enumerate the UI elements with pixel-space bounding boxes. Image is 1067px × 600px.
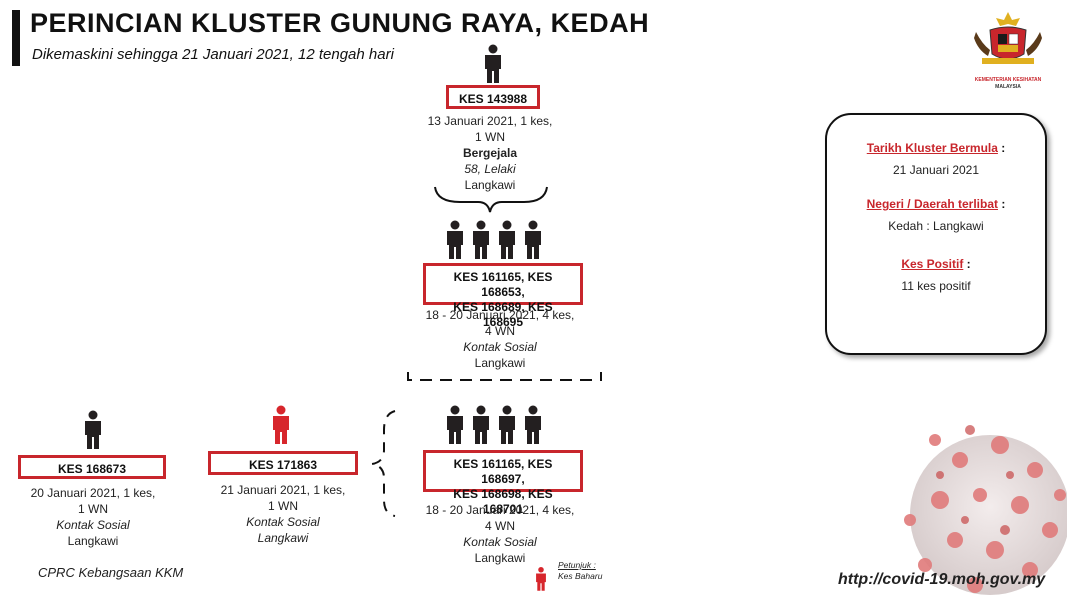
index-case-person-icon (480, 44, 506, 89)
source-credit: CPRC Kebangsaan KKM (38, 565, 184, 580)
group1-date: 18 - 20 Januari 2021, 4 kes, (425, 308, 575, 322)
group1-info: 18 - 20 Januari 2021, 4 kes, 4 WN Kontak… (400, 307, 600, 371)
case-168673-info: 20 Januari 2021, 1 kes, 1 WN Kontak Sosi… (3, 485, 183, 549)
logo-text-line1: KEMENTERIAN KESIHATAN (974, 77, 1042, 83)
group1-location: Langkawi (474, 356, 526, 370)
case-171863-box: KES 171863 (208, 451, 358, 475)
index-case-age-sex: 58, Lelaki (464, 162, 516, 176)
case-168673-nationality: 1 WN (78, 502, 108, 516)
group2-case-box: KES 161165, KES 168697, KES 168698, KES … (423, 450, 583, 516)
logo-text-line2: MALAYSIA (995, 84, 1021, 90)
kkm-logo: KEMENTERIAN KESIHATAN MALAYSIA (968, 10, 1048, 90)
legend-label: Petunjuk : Kes Baharu (558, 560, 602, 582)
legend-new-case-icon (533, 565, 549, 593)
panel-area-colon: : (1001, 197, 1006, 211)
panel-area-row: Negeri / Daerah terlibat : (827, 197, 1045, 211)
case-171863-date: 21 Januari 2021, 1 kes, (220, 483, 346, 497)
group2-info: 18 - 20 Januari 2021, 4 kes, 4 WN Kontak… (400, 502, 600, 566)
panel-positive-label: Kes Positif (901, 257, 964, 271)
group2-box-line1: KES 161165, KES 168697, (453, 457, 553, 486)
group2-box-line2: KES 168698, KES 168701 (453, 487, 553, 516)
case-168673-person-icon (80, 410, 106, 455)
case-171863-person-icon (268, 404, 294, 451)
case-168673-box: KES 168673 (18, 455, 166, 479)
case-171863-type: Kontak Sosial (246, 515, 320, 529)
brace-index-to-group1 (434, 186, 548, 213)
group1-box-line1: KES 161165, KES 168653, (453, 270, 553, 299)
panel-positive-row: Kes Positif : (827, 257, 1045, 271)
panel-positive-colon: : (966, 257, 971, 271)
group2-location: Langkawi (474, 551, 526, 565)
group2-date: 18 - 20 Januari 2021, 4 kes, (425, 503, 575, 517)
index-case-location: Langkawi (464, 178, 516, 192)
panel-start-row: Tarikh Kluster Bermula : (827, 141, 1045, 155)
coronavirus-icon (904, 425, 1067, 595)
group2-type: Kontak Sosial (463, 535, 537, 549)
panel-area-value: Kedah : Langkawi (888, 219, 984, 233)
group1-people-icons (442, 220, 546, 265)
group1-type: Kontak Sosial (463, 340, 537, 354)
group1-nationality: 4 WN (485, 324, 515, 338)
panel-area-label: Negeri / Daerah terlibat (866, 197, 999, 211)
index-case-box: KES 143988 (446, 85, 540, 109)
page-title: PERINCIAN KLUSTER GUNUNG RAYA, KEDAH (30, 8, 650, 38)
case-171863-nationality: 1 WN (268, 499, 298, 513)
page-subtitle: Dikemaskini sehingga 21 Januari 2021, 12… (32, 46, 394, 63)
panel-start-label: Tarikh Kluster Bermula (866, 141, 998, 155)
group1-case-box: KES 161165, KES 168653, KES 168689, KES … (423, 263, 583, 329)
index-case-nationality: 1 WN (475, 130, 505, 144)
title-accent-bar (12, 10, 20, 66)
case-171863-info: 21 Januari 2021, 1 kes, 1 WN Kontak Sosi… (193, 482, 373, 546)
group1-box-line2: KES 168689, KES 168695 (453, 300, 553, 329)
dashed-brace-group1 (407, 372, 602, 381)
panel-positive-value: 11 kes positif (901, 279, 971, 293)
index-case-status: Bergejala (462, 146, 518, 160)
index-case-info: 13 Januari 2021, 1 kes, 1 WN Bergejala 5… (400, 113, 580, 193)
coat-of-arms-icon (974, 12, 1042, 64)
index-case-date: 13 Januari 2021, 1 kes, (427, 114, 553, 128)
dashed-brace-group2 (371, 410, 396, 517)
case-171863-location: Langkawi (257, 531, 309, 545)
case-168673-date: 20 Januari 2021, 1 kes, (30, 486, 156, 500)
cluster-summary-panel: Tarikh Kluster Bermula : 21 Januari 2021… (825, 113, 1047, 355)
legend-new-case-label: Kes Baharu (558, 571, 603, 581)
case-168673-location: Langkawi (67, 534, 119, 548)
legend-title: Petunjuk : (558, 560, 596, 570)
panel-start-colon: : (1001, 141, 1006, 155)
group2-people-icons (442, 405, 546, 450)
group2-nationality: 4 WN (485, 519, 515, 533)
panel-start-value: 21 Januari 2021 (892, 163, 980, 177)
source-url[interactable]: http://covid-19.moh.gov.my (838, 571, 1046, 588)
case-168673-type: Kontak Sosial (56, 518, 130, 532)
